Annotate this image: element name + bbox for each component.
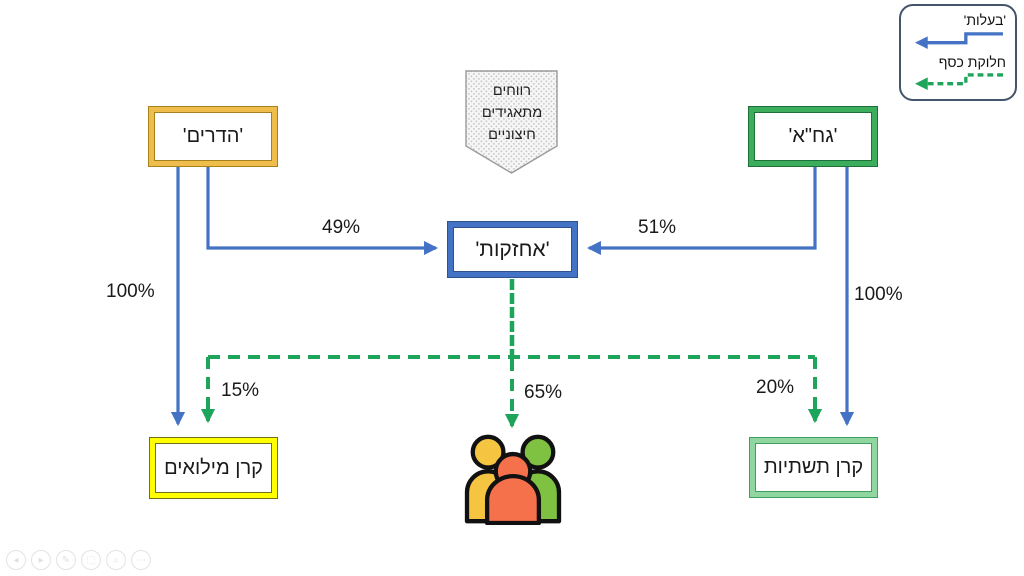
label-49pct: 49% <box>322 217 361 238</box>
node-gaha[interactable]: 'גח"א' <box>748 106 878 167</box>
node-hadarim[interactable]: 'הדרים' <box>148 106 278 167</box>
node-holdings-label: 'אחזקות' <box>453 227 572 272</box>
label-100pct-left: 100% <box>106 281 155 302</box>
edge-hadarim-to-holdings <box>206 167 439 256</box>
zoom-icon[interactable]: ⌕ <box>106 550 126 570</box>
presentation-toolbar: ◂ ▸ ✎ ⬚ ⌕ ⋯ <box>6 550 151 570</box>
edge-gaha-to-holdings <box>586 167 817 256</box>
pen-icon[interactable]: ✎ <box>56 550 76 570</box>
label-20pct: 20% <box>756 377 795 398</box>
node-gaha-label: 'גח"א' <box>754 112 872 161</box>
more-options-button[interactable]: ⋯ <box>131 550 151 570</box>
legend: 'בעלות' חלוקת כסף <box>899 4 1017 101</box>
node-infrastructure-fund-label: קרן תשתיות <box>755 443 872 492</box>
external-profits-label: רווחים מתאגידים חיצוניים <box>481 83 543 143</box>
legend-money-label: חלוקת כסף <box>938 53 1006 70</box>
external-profits-banner[interactable] <box>465 70 558 174</box>
node-hadarim-label: 'הדרים' <box>154 112 272 161</box>
legend-money-arrow-icon <box>915 72 1003 90</box>
node-holdings[interactable]: 'אחזקות' <box>447 221 578 278</box>
label-15pct: 15% <box>221 380 260 401</box>
laser-pointer-icon[interactable]: ⬚ <box>81 550 101 570</box>
node-reserve-fund-label: קרן מילואים <box>155 443 272 493</box>
node-reserve-fund[interactable]: קרן מילואים <box>149 437 278 499</box>
people-group-icon <box>464 434 562 525</box>
previous-slide-button[interactable]: ◂ <box>6 550 26 570</box>
next-slide-button[interactable]: ▸ <box>31 550 51 570</box>
label-65pct: 65% <box>524 382 563 403</box>
label-51pct: 51% <box>638 217 677 238</box>
label-100pct-right: 100% <box>854 284 903 305</box>
legend-ownership-arrow-icon <box>915 32 1003 50</box>
legend-ownership-label: 'בעלות' <box>963 12 1006 28</box>
node-infrastructure-fund[interactable]: קרן תשתיות <box>749 437 878 498</box>
